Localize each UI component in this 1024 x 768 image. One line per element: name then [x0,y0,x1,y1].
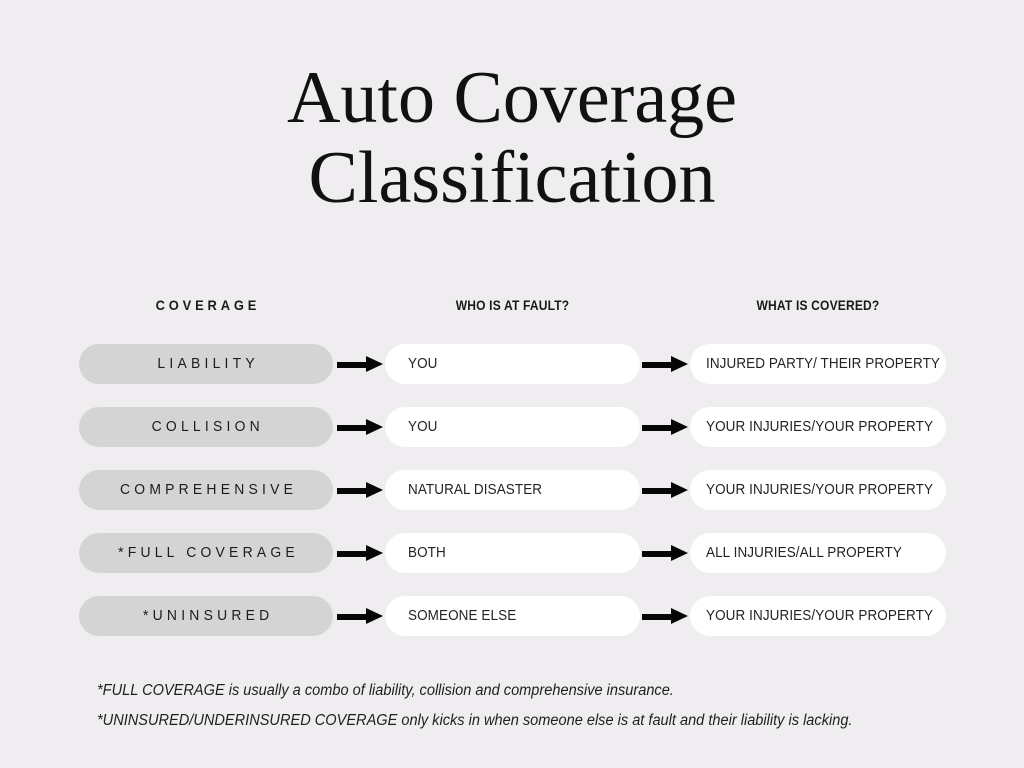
fault-pill: NATURAL DISASTER [385,470,640,510]
arrow-head [671,482,688,498]
column-header-what-is-covered: WHAT IS COVERED? [756,297,880,313]
table-row: COMPREHENSIVE NATURAL DISASTER YOUR INJU… [0,470,1024,510]
arrow-shaft [642,487,674,494]
fault-pill: YOU [385,407,640,447]
arrow-head [366,356,383,372]
coverage-pill: LIABILITY [79,344,333,384]
page-title-line-1: Auto Coverage [286,57,738,139]
arrow-shaft [337,361,369,368]
fault-pill: SOMEONE ELSE [385,596,640,636]
covered-label: YOUR INJURIES/YOUR PROPERTY [706,482,934,498]
arrow-head [671,356,688,372]
covered-pill: YOUR INJURIES/YOUR PROPERTY [690,407,946,447]
coverage-pill: COLLISION [79,407,333,447]
arrow-right-icon [337,482,383,499]
arrow-head [671,419,688,435]
column-header-who-is-at-fault: WHO IS AT FAULT? [455,297,570,313]
arrow-right-icon [642,356,688,373]
table-row: *UNINSURED SOMEONE ELSE YOUR INJURIES/YO… [0,596,1024,636]
arrow-shaft [642,424,674,431]
footnotes: *FULL COVERAGE is usually a combo of lia… [97,680,967,732]
page-title-line-2: Classification [308,137,716,219]
coverage-label: *UNINSURED [142,608,274,624]
fault-label: NATURAL DISASTER [408,482,543,498]
fault-label: BOTH [408,545,446,561]
column-header-coverage: COVERAGE [155,297,261,313]
page-title: Auto Coverage Classification [0,58,1024,218]
covered-pill: ALL INJURIES/ALL PROPERTY [690,533,946,573]
coverage-pill: COMPREHENSIVE [79,470,333,510]
covered-label: YOUR INJURIES/YOUR PROPERTY [706,608,934,624]
arrow-right-icon [337,608,383,625]
arrow-shaft [642,361,674,368]
covered-pill: INJURED PARTY/ THEIR PROPERTY [690,344,946,384]
coverage-label: *FULL COVERAGE [117,545,299,561]
footnote-full-coverage: *FULL COVERAGE is usually a combo of lia… [97,682,674,699]
covered-pill: YOUR INJURIES/YOUR PROPERTY [690,596,946,636]
coverage-label: LIABILITY [157,356,259,372]
coverage-table: LIABILITY YOU INJURED PARTY/ THEIR PROPE… [0,344,1024,636]
arrow-right-icon [642,608,688,625]
arrow-head [366,419,383,435]
coverage-pill: *UNINSURED [79,596,333,636]
covered-label: INJURED PARTY/ THEIR PROPERTY [706,356,940,372]
table-row: *FULL COVERAGE BOTH ALL INJURIES/ALL PRO… [0,533,1024,573]
table-row: COLLISION YOU YOUR INJURIES/YOUR PROPERT… [0,407,1024,447]
arrow-right-icon [642,545,688,562]
arrow-shaft [337,550,369,557]
column-headers: COVERAGE WHO IS AT FAULT? WHAT IS COVERE… [0,296,1024,316]
arrow-head [366,545,383,561]
arrow-shaft [337,613,369,620]
covered-pill: YOUR INJURIES/YOUR PROPERTY [690,470,946,510]
fault-label: SOMEONE ELSE [408,608,517,624]
arrow-shaft [642,550,674,557]
arrow-head [671,545,688,561]
coverage-label: COLLISION [151,419,265,435]
arrow-right-icon [642,482,688,499]
arrow-right-icon [642,419,688,436]
arrow-right-icon [337,356,383,373]
arrow-head [366,608,383,624]
arrow-right-icon [337,419,383,436]
coverage-pill: *FULL COVERAGE [79,533,333,573]
fault-label: YOU [408,419,438,435]
fault-pill: YOU [385,344,640,384]
arrow-shaft [337,424,369,431]
arrow-head [671,608,688,624]
arrow-shaft [642,613,674,620]
table-row: LIABILITY YOU INJURED PARTY/ THEIR PROPE… [0,344,1024,384]
arrow-right-icon [337,545,383,562]
covered-label: ALL INJURIES/ALL PROPERTY [706,545,902,561]
covered-label: YOUR INJURIES/YOUR PROPERTY [706,419,934,435]
coverage-label: COMPREHENSIVE [119,482,297,498]
fault-label: YOU [408,356,438,372]
fault-pill: BOTH [385,533,640,573]
arrow-head [366,482,383,498]
arrow-shaft [337,487,369,494]
footnote-uninsured: *UNINSURED/UNDERINSURED COVERAGE only ki… [97,712,853,729]
